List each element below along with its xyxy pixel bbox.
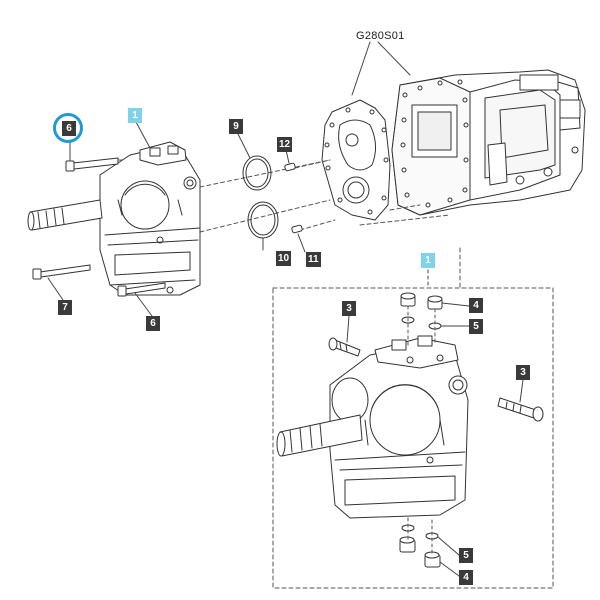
highlight-ring xyxy=(53,113,83,143)
detail-input-shaft xyxy=(276,414,363,457)
callout-cap-top[interactable]: 4 xyxy=(469,298,483,313)
transmission-housing xyxy=(391,69,586,216)
reference-leaders xyxy=(351,41,411,96)
callout-cap-bottom[interactable]: 4 xyxy=(459,570,473,585)
callout-washer-top[interactable]: 5 xyxy=(469,319,483,334)
callout-plug-right[interactable]: 3 xyxy=(516,365,530,380)
cap-bottom xyxy=(399,536,441,568)
callout-leaders-detail xyxy=(346,302,524,577)
callout-pin-top[interactable]: 12 xyxy=(277,137,293,152)
bolt-highlighted xyxy=(65,157,119,172)
callout-washer-bottom[interactable]: 5 xyxy=(459,548,473,563)
bolt-left xyxy=(32,264,91,280)
callout-assembly-detail[interactable]: 1 xyxy=(421,253,435,268)
o-ring-bottom xyxy=(247,201,279,239)
callout-o-ring-bottom[interactable]: 10 xyxy=(276,251,292,266)
pin-top xyxy=(284,162,296,172)
gearbox-assembly xyxy=(99,141,201,296)
detail-gearbox xyxy=(329,335,469,519)
adapter-plate xyxy=(321,99,391,221)
reference-code-label: G280S01 xyxy=(356,30,405,42)
callout-leaders-top xyxy=(47,121,306,317)
callout-bolt-lower[interactable]: 6 xyxy=(146,316,160,331)
callout-bolt-left[interactable]: 7 xyxy=(58,300,72,315)
callout-o-ring-top[interactable]: 9 xyxy=(229,119,243,134)
plug-right xyxy=(497,397,544,422)
pin-bottom xyxy=(291,224,303,234)
callout-plug-left[interactable]: 3 xyxy=(342,301,356,316)
plug-left xyxy=(328,337,361,357)
detail-box xyxy=(272,287,554,589)
o-ring-top xyxy=(242,155,272,191)
housing-bolt-holes xyxy=(400,79,469,208)
callout-bolt-highlighted[interactable]: 6 xyxy=(62,121,76,136)
callout-assembly-top[interactable]: 1 xyxy=(128,108,142,123)
bolt-lower xyxy=(117,282,166,297)
callout-pin-bottom[interactable]: 11 xyxy=(306,252,321,267)
cap-top-left xyxy=(400,292,416,307)
cap-top-right xyxy=(427,295,443,310)
detail-dash-guides xyxy=(407,305,436,556)
input-shaft xyxy=(27,199,103,231)
